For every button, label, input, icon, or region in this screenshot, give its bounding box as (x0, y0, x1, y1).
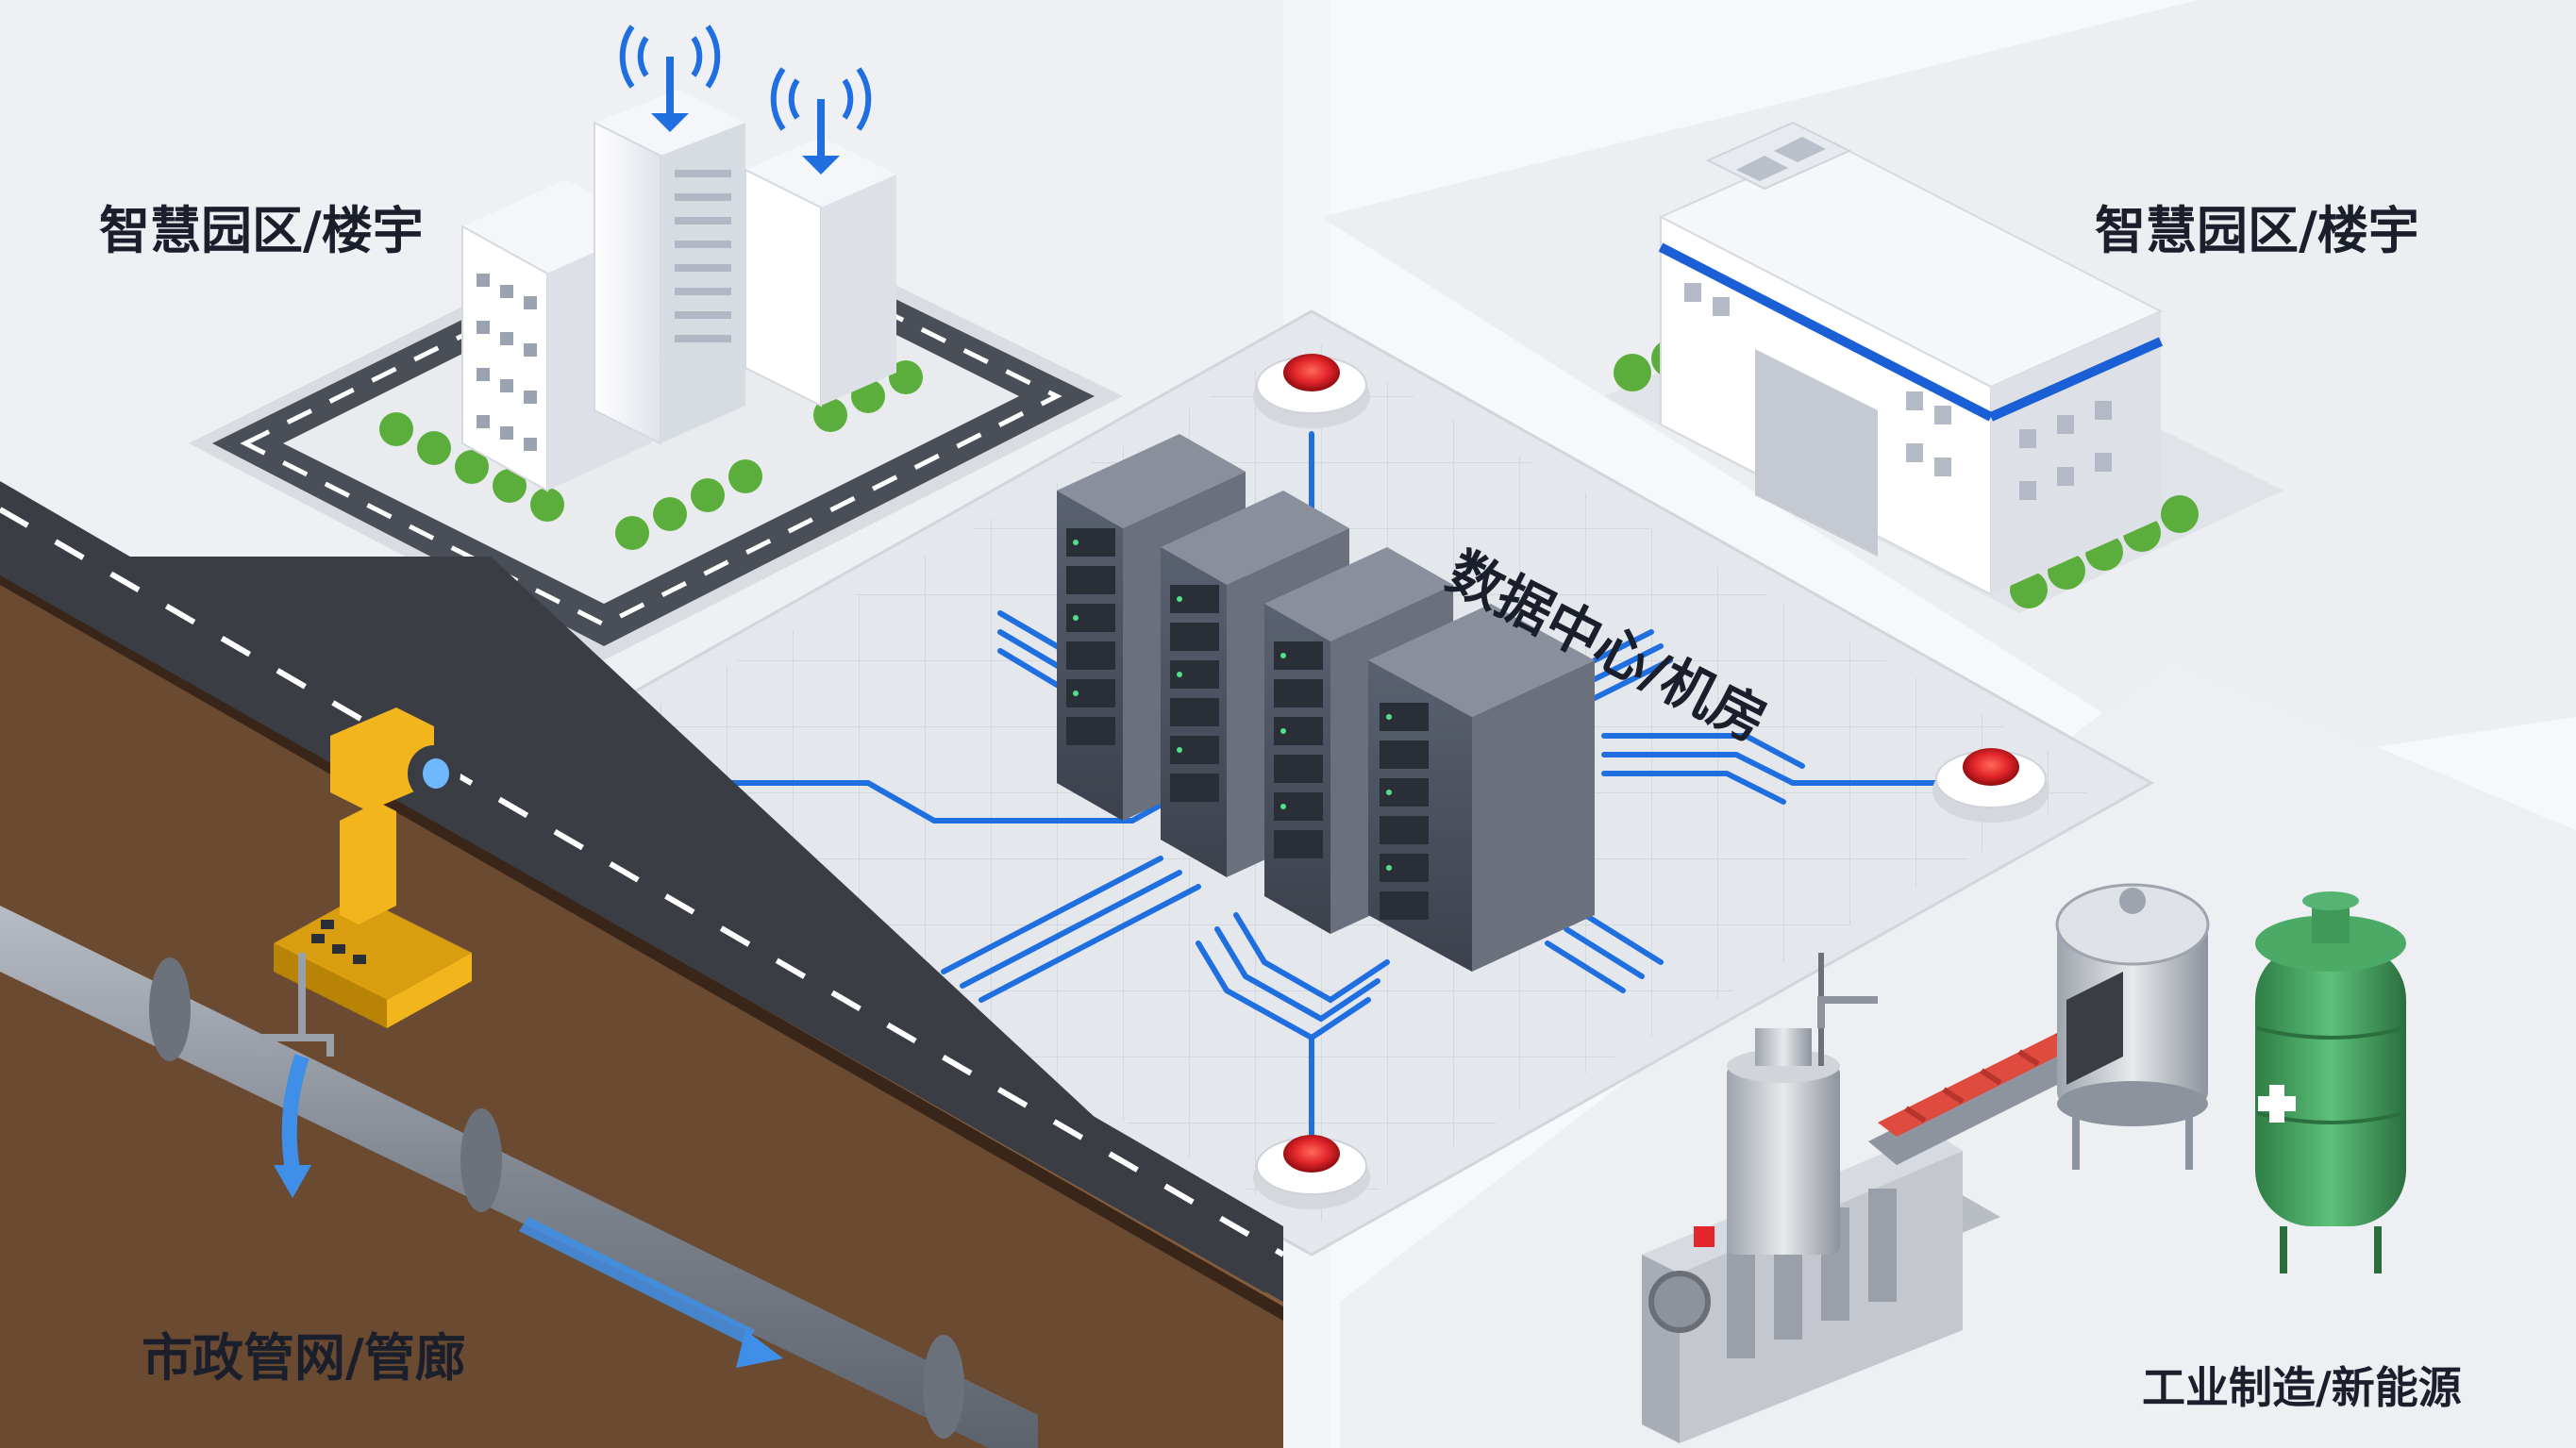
inspection-robot-icon (260, 707, 472, 1057)
label-municipal: 市政管网/管廊 (142, 1328, 466, 1388)
smart-park-left-block (189, 25, 1123, 660)
label-smart-park-right: 智慧园区/楼宇 (2095, 201, 2419, 260)
alarm-sensor-bottom (1253, 1135, 1370, 1209)
vertical-reactor (1727, 953, 1878, 1255)
pipe-icon (0, 906, 1038, 1448)
office-tower-right (744, 137, 896, 408)
mixing-tank (2055, 883, 2210, 1170)
server-rack-4 (1368, 604, 1595, 972)
alarm-sensor-top (1253, 354, 1370, 428)
alarm-sensor-right (1932, 748, 2049, 823)
medical-cross-icon (2258, 1085, 2296, 1123)
label-industrial: 工业制造/新能源 (2142, 1362, 2462, 1413)
smart-park-right-block (1604, 121, 2283, 613)
industrial-area (1642, 883, 2406, 1443)
label-smart-park-left: 智慧园区/楼宇 (99, 201, 424, 260)
server-rack-icon (1057, 434, 1595, 972)
storage-tank-icon (2255, 891, 2406, 1273)
municipal-road-section (0, 481, 1285, 1448)
office-tower-tall (594, 90, 745, 445)
wifi-antenna-icon (619, 25, 872, 175)
